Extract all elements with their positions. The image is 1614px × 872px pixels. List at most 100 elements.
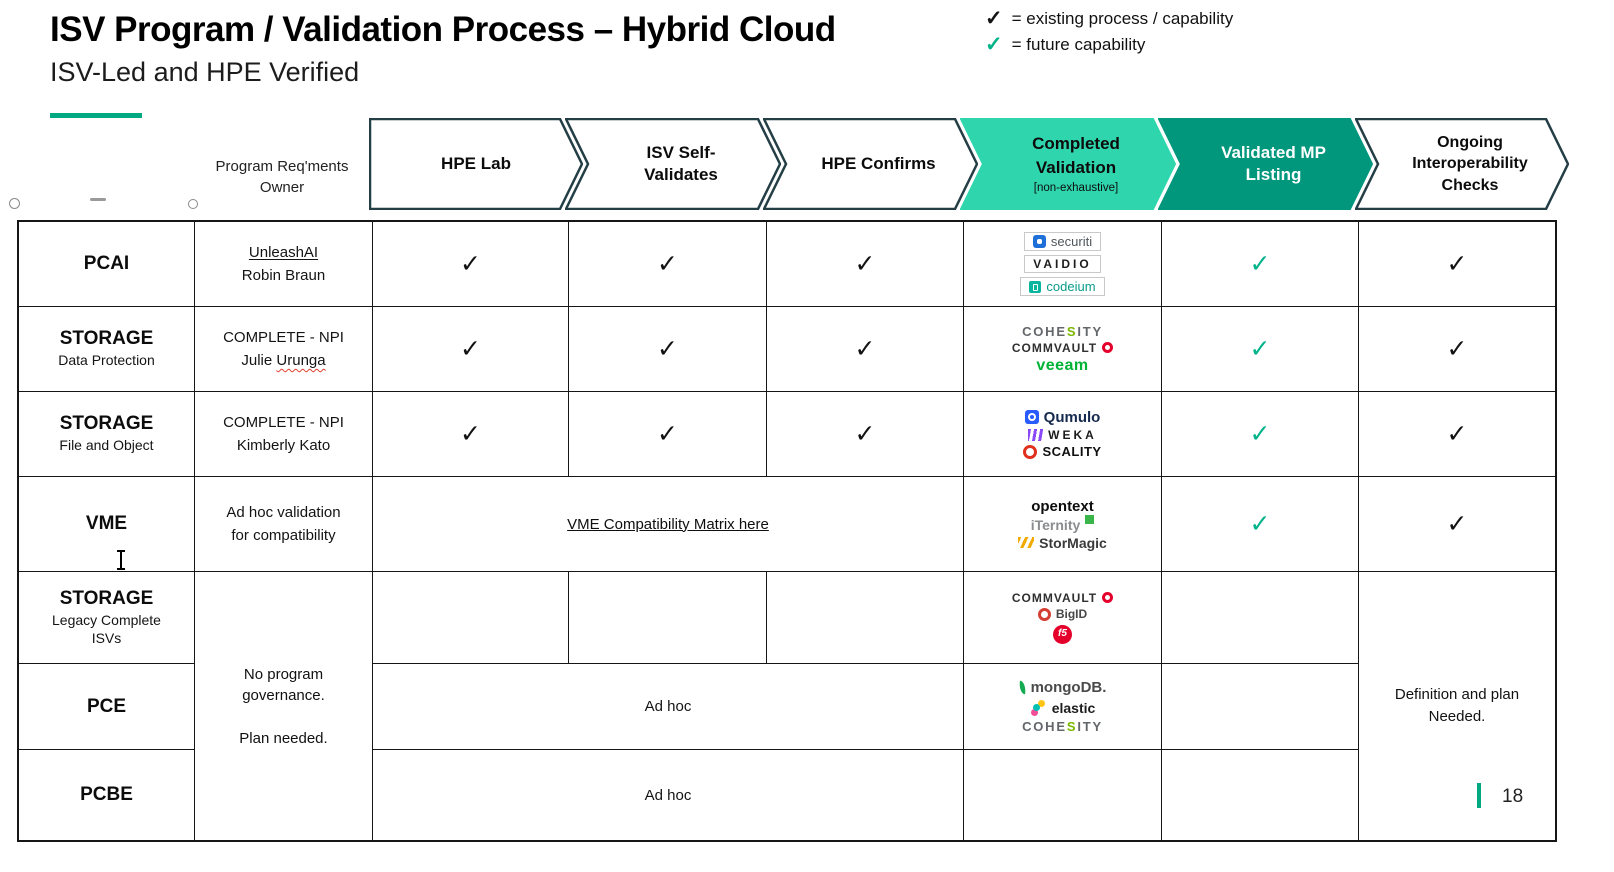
shape-handle: [9, 198, 20, 209]
check-pcai-isv-self: ✓: [569, 222, 767, 307]
logo-text: COMMVAULT: [1011, 590, 1098, 605]
adhoc-cell-pce: Ad hoc: [373, 664, 964, 750]
check-storage-dp-isv-self: ✓: [569, 307, 767, 392]
check-storage-fo-validated-mp: ✓: [1162, 392, 1359, 477]
check-storage-dp-hpe-lab: ✓: [373, 307, 569, 392]
stage-chevron-isv-self-validates: ISV Self- Validates: [565, 118, 781, 210]
check-storage-fo-isv-self: ✓: [569, 392, 767, 477]
row-title: PCAI: [83, 253, 130, 274]
page-subtitle: ISV-Led and HPE Verified: [50, 57, 360, 87]
row-label-storage-file-object: STORAGE File and Object: [19, 392, 195, 477]
empty-cell: [1162, 572, 1359, 664]
logo-f5: f5: [1053, 624, 1072, 644]
logo-text: S: [1066, 323, 1078, 339]
logos-pcai: securiti VAIDIO codeium: [964, 222, 1162, 307]
logo-qumulo: Qumulo: [1024, 408, 1101, 426]
logo-stormagic: StorMagic: [1018, 536, 1107, 550]
check-storage-dp-validated-mp: ✓: [1162, 307, 1359, 392]
stage-chevron-completed-validation: Completed Validation [non-exhaustive]: [960, 118, 1176, 210]
accent-underline: [50, 113, 142, 118]
check-storage-fo-ongoing: ✓: [1359, 392, 1555, 477]
stage-label: ISV Self- Validates: [644, 142, 718, 184]
legend-existing-row: ✓ = existing process / capability: [985, 6, 1233, 31]
process-table: PCAI UnleashAI Robin Braun ✓ ✓ ✓ securit…: [17, 220, 1557, 842]
column-header-owner: Program Req'ments Owner: [215, 158, 349, 196]
page-number: 18: [1502, 786, 1524, 807]
existing-check-icon: ✓: [985, 7, 1003, 30]
page-number-accent: [1477, 783, 1481, 808]
row-title: STORAGE: [59, 588, 154, 609]
logo-text: codeium: [1046, 279, 1096, 294]
row-subtitle: Legacy Complete ISVs: [52, 612, 161, 646]
logo-text: COHE: [1022, 719, 1067, 734]
logo-text: ITY: [1077, 719, 1103, 734]
row-label-pce: PCE: [19, 664, 195, 750]
logos-storage-fo: Qumulo WEKA SCALITY: [964, 392, 1162, 477]
shape-handle: [188, 199, 198, 209]
adhoc-cell-pcbe: Ad hoc: [373, 750, 964, 840]
owner-cell-merged: No program governance. Plan needed.: [195, 572, 373, 840]
empty-cell: [964, 750, 1162, 840]
logo-text: Qumulo: [1043, 408, 1101, 426]
owner-line: Ad hoc validation: [226, 503, 341, 521]
logo-text: ITY: [1077, 323, 1103, 339]
logo-text: WEKA: [1048, 427, 1097, 442]
logo-text: COHE: [1022, 323, 1067, 339]
logo-opentext: opentext: [1031, 499, 1094, 514]
page-title: ISV Program / Validation Process – Hybri…: [50, 10, 836, 49]
check-storage-fo-hpe-lab: ✓: [373, 392, 569, 477]
stormagic-icon: [1018, 537, 1035, 548]
vme-matrix-cell: VME Compatibility Matrix here: [373, 477, 964, 572]
vme-compatibility-matrix-link[interactable]: VME Compatibility Matrix here: [567, 515, 769, 533]
stage-chevron-ongoing-interop: Ongoing Interoperability Checks: [1355, 118, 1569, 210]
logo-text: opentext: [1031, 497, 1094, 515]
future-check-icon: ✓: [985, 33, 1003, 56]
owner-cell-vme: Ad hoc validation for compatibility: [195, 477, 373, 572]
logo-text: COMMVAULT: [1011, 340, 1098, 355]
owner-line: Julie Urunga: [241, 349, 325, 372]
logo-text: iTernity: [1030, 516, 1081, 533]
owner-line: COMPLETE - NPI: [223, 413, 344, 431]
owner-last-name: Urunga: [276, 352, 326, 369]
row-label-pcai: PCAI: [19, 222, 195, 307]
row-title: STORAGE: [59, 328, 154, 350]
legend: ✓ = existing process / capability ✓ = fu…: [985, 6, 1233, 57]
iternity-icon: [1085, 515, 1095, 524]
empty-cell: [1162, 664, 1359, 750]
check-pcai-hpe-confirms: ✓: [767, 222, 964, 307]
f5-icon: f5: [1053, 624, 1072, 644]
row-title: PCE: [86, 695, 127, 717]
logo-text: VAIDIO: [1033, 257, 1092, 271]
stage-label-main: Completed Validation: [1032, 134, 1120, 178]
owner-cell-pcai: UnleashAI Robin Braun: [195, 222, 373, 307]
check-pcai-ongoing: ✓: [1359, 222, 1555, 307]
owner-cell-storage-dp: COMPLETE - NPI Julie Urunga: [195, 307, 373, 392]
stage-label: Ongoing Interoperability Checks: [1412, 134, 1528, 194]
logo-text: f5: [1058, 628, 1067, 639]
logos-storage-legacy: COMMVAULT BigID f5: [964, 572, 1162, 664]
logo-codeium: codeium: [1020, 277, 1105, 296]
logo-text: veeam: [1036, 356, 1089, 374]
commvault-icon: [1102, 592, 1114, 603]
logo-scality: SCALITY: [1023, 444, 1101, 459]
stage-label: Validated MP Listing: [1221, 142, 1326, 184]
ongoing-merged-cell: Definition and plan Needed.: [1394, 686, 1520, 725]
owner-line: COMPLETE - NPI: [223, 328, 344, 346]
row-title: STORAGE: [59, 413, 154, 435]
stage-label: HPE Confirms: [821, 153, 936, 173]
logo-commvault: COMMVAULT: [1011, 340, 1114, 355]
stage-chevron-hpe-lab: HPE Lab: [369, 118, 583, 210]
stage-label: Completed Validation [non-exhaustive]: [960, 118, 1176, 210]
owner-line: UnleashAI: [248, 243, 319, 261]
logo-text: StorMagic: [1039, 534, 1107, 551]
shape-handle-dash: [90, 198, 106, 201]
logo-text: S: [1066, 719, 1078, 734]
stage-label: HPE Lab: [441, 153, 511, 173]
row-label-storage-data-protection: STORAGE Data Protection: [19, 307, 195, 392]
empty-cell: [1162, 750, 1359, 840]
